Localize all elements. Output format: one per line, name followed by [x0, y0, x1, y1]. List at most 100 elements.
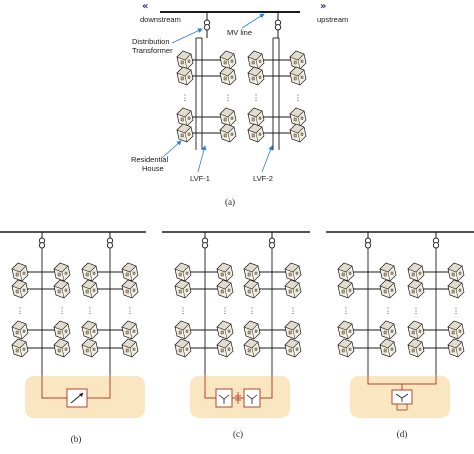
ellipsis: ⋮: [16, 306, 24, 315]
transformer-icon: [432, 237, 440, 249]
ellipsis: ⋮: [224, 93, 232, 102]
transformer-icon: [274, 19, 282, 31]
house-icon: [174, 262, 192, 282]
ellipsis: ⋮: [342, 306, 350, 315]
transformer-icon: [364, 237, 372, 249]
house-icon: [407, 262, 425, 282]
converter-icon: [66, 388, 88, 408]
house-label: Residential House: [131, 155, 170, 173]
ellipsis: ⋮: [452, 306, 460, 315]
house-icon: [447, 279, 465, 299]
dc-link-icon: [235, 392, 241, 404]
caption-a: (a): [225, 197, 235, 207]
house-icon: [337, 262, 355, 282]
house-icon: [176, 66, 194, 86]
house-icon: [247, 66, 265, 86]
ellipsis: ⋮: [181, 93, 189, 102]
house-icon: [289, 107, 307, 127]
house-icon: [121, 262, 139, 282]
house-icon: [174, 279, 192, 299]
house-icon: [11, 338, 29, 358]
house-icon: [176, 107, 194, 127]
house-icon: [81, 262, 99, 282]
house-icon: [11, 262, 29, 282]
house-icon: [247, 123, 265, 143]
house-icon: [176, 123, 194, 143]
house-icon: [243, 320, 261, 340]
ellipsis: ⋮: [179, 306, 187, 315]
house-icon: [289, 66, 307, 86]
house-icon: [379, 320, 397, 340]
house-icon: [216, 262, 234, 282]
house-icon: [53, 320, 71, 340]
house-icon: [174, 320, 192, 340]
house-icon: [284, 320, 302, 340]
transformer-icon: [38, 237, 46, 249]
house-icon: [247, 107, 265, 127]
house-icon: [11, 320, 29, 340]
ellipsis: ⋮: [248, 306, 256, 315]
upstream-arrow-icon: »: [320, 1, 326, 12]
house-icon: [447, 262, 465, 282]
house-icon: [247, 50, 265, 70]
house-icon: [379, 338, 397, 358]
house-icon: [337, 338, 355, 358]
ellipsis: ⋮: [252, 93, 260, 102]
transformer-label: Distribution Transformer: [132, 37, 173, 55]
house-icon: [284, 262, 302, 282]
device-panel: [190, 376, 290, 418]
ellipsis: ⋮: [289, 306, 297, 315]
transformer-icon: [201, 237, 209, 249]
transformer-icon: [106, 237, 114, 249]
house-icon: [407, 320, 425, 340]
downstream-label: downstream: [140, 15, 181, 24]
ellipsis: ⋮: [126, 306, 134, 315]
house-icon: [121, 320, 139, 340]
panel-a: ⋮ ⋮ ⋮ ⋮ « downstream MV line » upstream …: [131, 1, 348, 207]
house-icon: [216, 279, 234, 299]
house-icon: [447, 320, 465, 340]
inverter-icon: [243, 388, 261, 408]
house-icon: [243, 338, 261, 358]
ellipsis: ⋮: [294, 93, 302, 102]
inverter-icon: [215, 388, 233, 408]
panel-c: ⋮ ⋮ ⋮ ⋮ (c): [162, 231, 310, 439]
house-icon: [379, 262, 397, 282]
ellipsis: ⋮: [412, 306, 420, 315]
house-icon: [337, 279, 355, 299]
transformer-icon: [268, 237, 276, 249]
caption-b: (b): [71, 434, 82, 444]
house-icon: [219, 123, 237, 143]
house-icon: [11, 279, 29, 299]
house-icon: [219, 107, 237, 127]
house-icon: [284, 338, 302, 358]
house-icon: [284, 279, 302, 299]
house-icon: [243, 262, 261, 282]
house-icon: [219, 50, 237, 70]
panel-d: ⋮ ⋮ ⋮ ⋮ (d): [326, 231, 474, 439]
ellipsis: ⋮: [86, 306, 94, 315]
upstream-label: upstream: [317, 15, 348, 24]
ellipsis: ⋮: [384, 306, 392, 315]
house-icon: [243, 279, 261, 299]
lvf2-label: LVF-2: [253, 174, 273, 183]
house-icon: [407, 279, 425, 299]
ellipsis: ⋮: [58, 306, 66, 315]
caption-d: (d): [397, 429, 408, 439]
house-icon: [337, 320, 355, 340]
house-icon: [81, 320, 99, 340]
transformer-icon: [203, 19, 211, 31]
house-icon: [289, 50, 307, 70]
house-icon: [81, 279, 99, 299]
house-icon: [447, 338, 465, 358]
house-icon: [216, 338, 234, 358]
caption-c: (c): [233, 429, 243, 439]
house-icon: [81, 338, 99, 358]
house-icon: [216, 320, 234, 340]
mv-line-label: MV line: [227, 28, 252, 37]
ellipsis: ⋮: [221, 306, 229, 315]
house-icon: [53, 338, 71, 358]
panel-b: ⋮ ⋮ ⋮ ⋮ (b): [0, 231, 146, 444]
house-icon: [379, 279, 397, 299]
